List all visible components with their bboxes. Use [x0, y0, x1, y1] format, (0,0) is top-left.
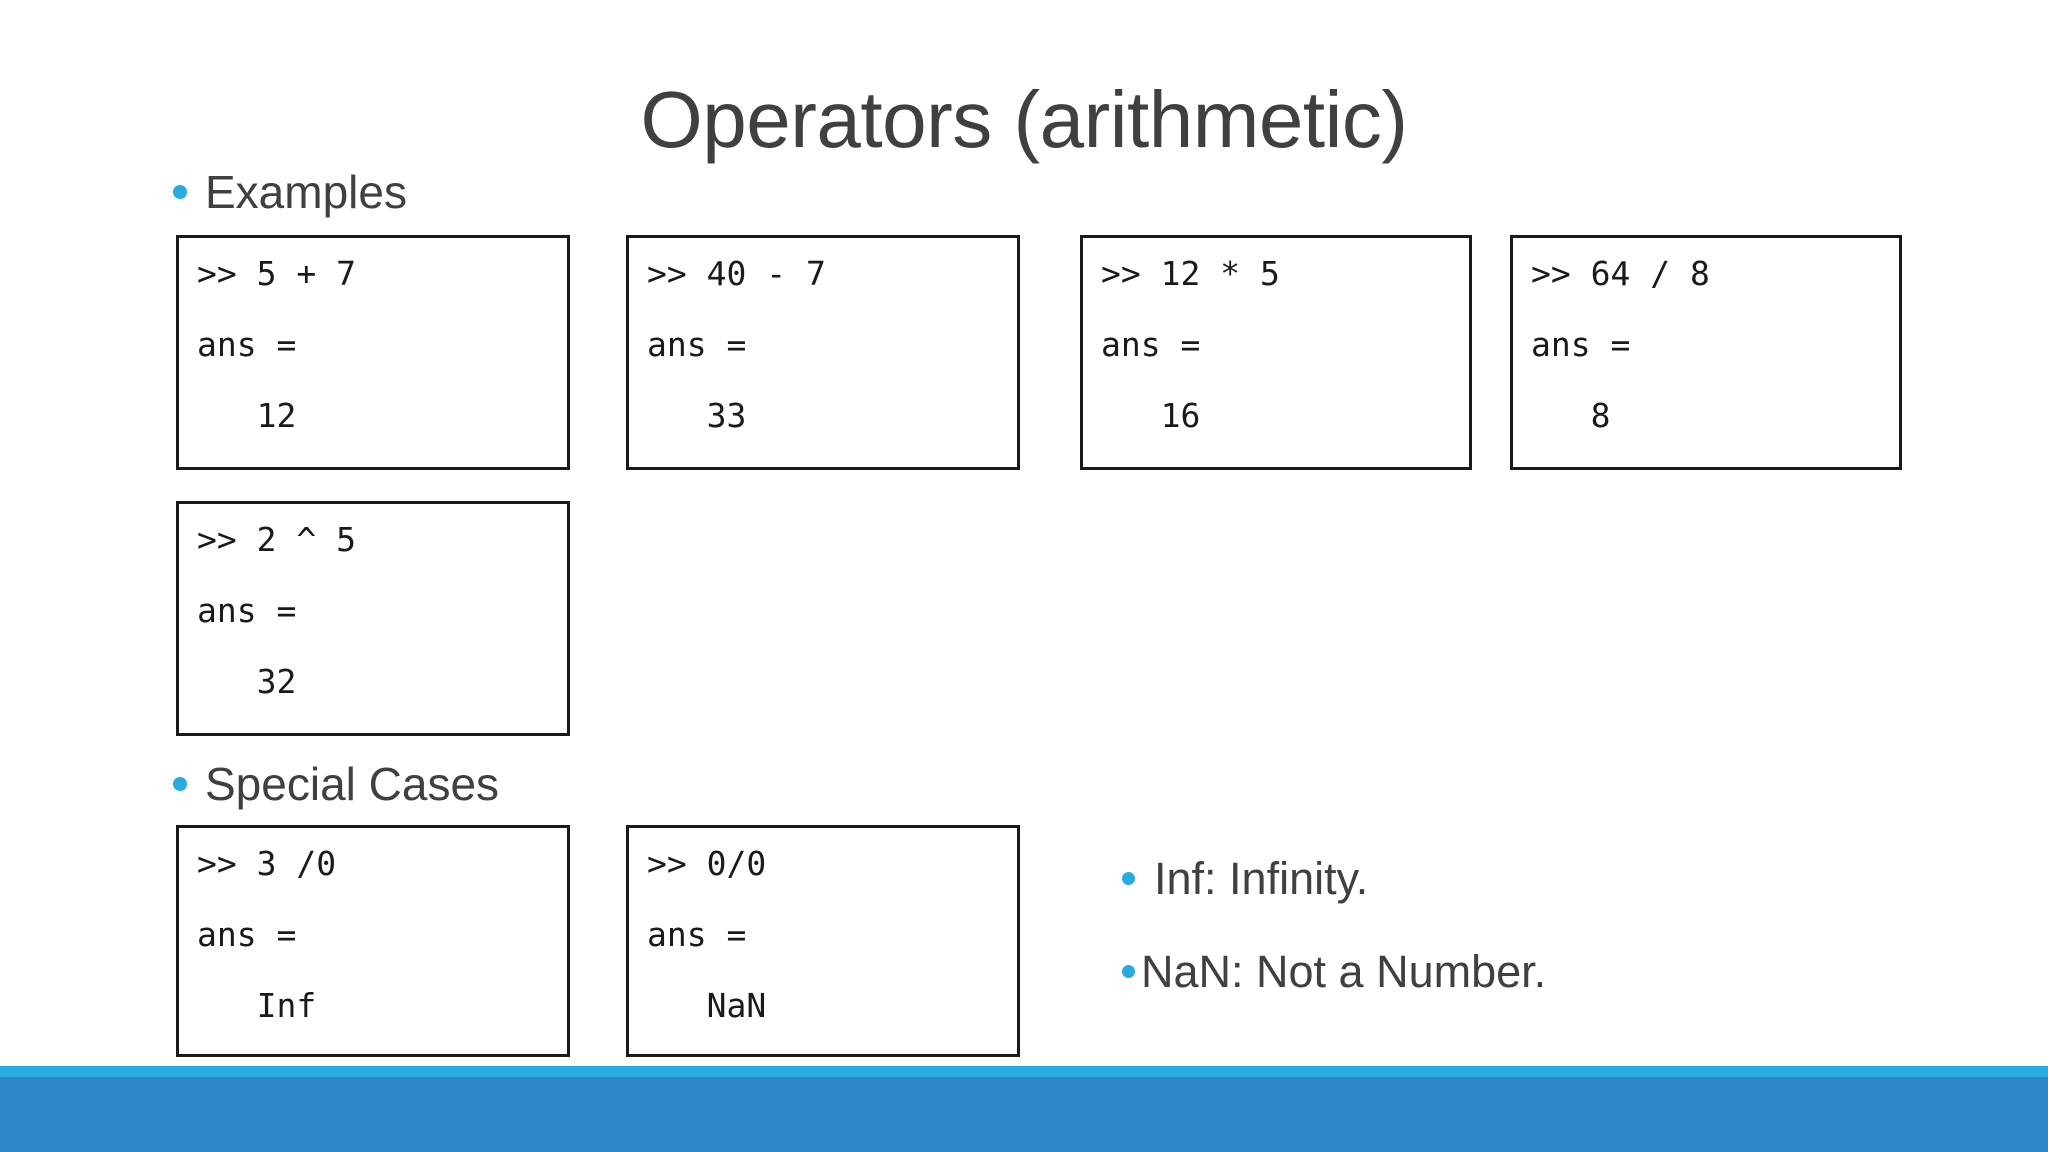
note-nan-definition: NaN: Not a Number.	[1122, 948, 1546, 995]
code-box-zero-divide-zero: >> 0/0 ans = NaN	[626, 825, 1020, 1057]
note-nan-label: NaN: Not a Number.	[1141, 946, 1547, 997]
code-prompt: >> 3 /0	[197, 844, 337, 883]
code-ans-label: ans =	[647, 325, 747, 364]
bullet-icon	[173, 777, 187, 792]
section-heading-special-cases: Special Cases	[173, 760, 499, 808]
code-box-divide-by-zero: >> 3 /0 ans = Inf	[176, 825, 570, 1057]
code-box-subtraction: >> 40 - 7 ans = 33	[626, 235, 1020, 470]
code-ans-label: ans =	[197, 325, 297, 364]
footer-accent-strip	[0, 1066, 2048, 1077]
code-result: Inf	[197, 986, 317, 1025]
code-prompt: >> 0/0	[647, 844, 767, 883]
code-prompt: >> 64 / 8	[1531, 254, 1710, 293]
code-result: NaN	[647, 986, 767, 1025]
page-title: Operators (arithmetic)	[640, 74, 1408, 164]
code-prompt: >> 40 - 7	[647, 254, 826, 293]
code-result: 12	[197, 396, 297, 435]
code-ans-label: ans =	[1101, 325, 1201, 364]
code-prompt: >> 5 + 7	[197, 254, 356, 293]
code-box-division: >> 64 / 8 ans = 8	[1510, 235, 1902, 470]
code-prompt: >> 2 ^ 5	[197, 520, 356, 559]
code-ans-label: ans =	[197, 591, 297, 630]
code-result: 16	[1101, 396, 1201, 435]
code-prompt: >> 12 * 5	[1101, 254, 1280, 293]
code-result: 8	[1531, 396, 1611, 435]
section-heading-examples: Examples	[173, 168, 407, 216]
code-result: 33	[647, 396, 747, 435]
section-heading-examples-label: Examples	[205, 166, 407, 218]
code-box-multiplication: >> 12 * 5 ans = 16	[1080, 235, 1472, 470]
section-heading-special-cases-label: Special Cases	[205, 758, 500, 810]
code-ans-label: ans =	[197, 915, 297, 954]
bullet-icon	[1122, 872, 1135, 886]
code-box-addition: >> 5 + 7 ans = 12	[176, 235, 570, 470]
footer-bar	[0, 1077, 2048, 1152]
note-inf-label: Inf: Infinity.	[1154, 853, 1369, 904]
code-ans-label: ans =	[1531, 325, 1631, 364]
bullet-icon	[173, 185, 187, 200]
code-ans-label: ans =	[647, 915, 747, 954]
code-result: 32	[197, 662, 297, 701]
bullet-icon	[1122, 965, 1135, 979]
code-box-power: >> 2 ^ 5 ans = 32	[176, 501, 570, 736]
note-inf-definition: Inf: Infinity.	[1122, 855, 1368, 902]
